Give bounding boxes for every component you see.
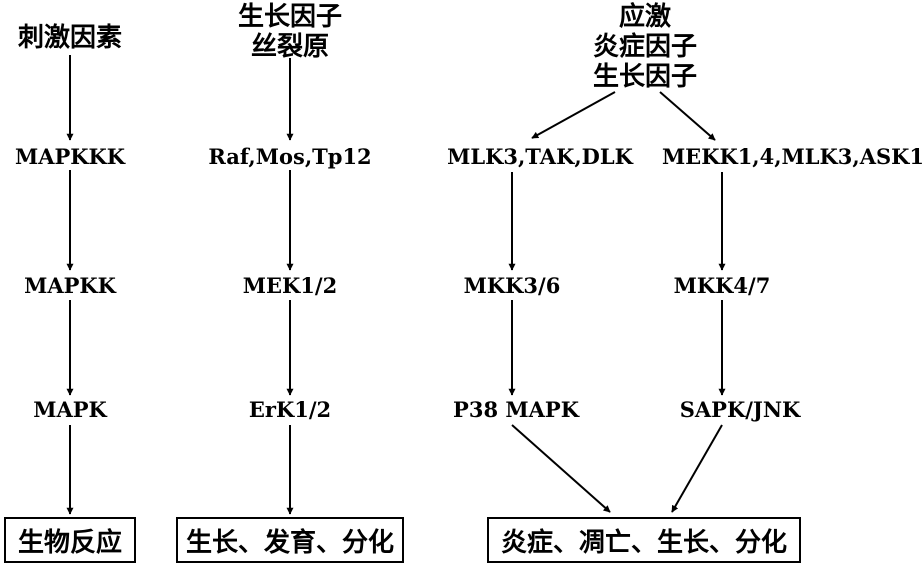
col3-stimulus-line-2: 炎症因子	[592, 32, 698, 62]
col3-stimulus-line-1: 应激	[618, 2, 672, 32]
col2-raf-label: Raf,Mos,Tp12	[208, 143, 372, 169]
col2-erk-label: ErK1/2	[248, 396, 332, 422]
arrow-c3-left-to-outcome	[511, 424, 611, 513]
col3-stimulus-label: 应激 炎症因子 生长因子	[593, 2, 697, 92]
col3-stimulus-line-3: 生长因子	[592, 62, 698, 92]
col3-left-level1-label: MLK3,TAK,DLK	[447, 143, 633, 169]
col3-outcome-box: 炎症、凋亡、生长、分化	[487, 517, 801, 563]
col1-stimulus-label: 刺激因素	[17, 23, 123, 53]
col3-left-level2-label: MKK3/6	[463, 272, 561, 298]
col2-stimulus-line-2: 丝裂原	[250, 32, 330, 62]
col1-mapkk-label: MAPKK	[24, 272, 116, 298]
col1-mapkkk-label: MAPKKK	[14, 143, 126, 169]
arrow-c3-right-to-outcome	[671, 424, 723, 513]
col1-outcome-box: 生物反应	[4, 517, 136, 563]
col1-mapk-label: MAPK	[33, 396, 107, 422]
col2-outcome-box: 生长、发育、分化	[176, 517, 404, 563]
col2-stimulus-line-1: 生长因子	[237, 2, 343, 32]
col3-right-level2-label: MKK4/7	[673, 272, 771, 298]
col2-mek-label: MEK1/2	[242, 272, 338, 298]
arrow-c3-top-to-right	[659, 91, 716, 141]
col3-right-level3-label: SAPK/JNK	[679, 396, 801, 422]
arrow-c3-top-to-left	[531, 91, 616, 139]
col3-left-level3-label: P38 MAPK	[453, 396, 579, 422]
col3-right-level1-label: MEKK1,4,MLK3,ASK1	[661, 143, 924, 169]
col2-stimulus-label: 生长因子 丝裂原	[238, 2, 342, 62]
